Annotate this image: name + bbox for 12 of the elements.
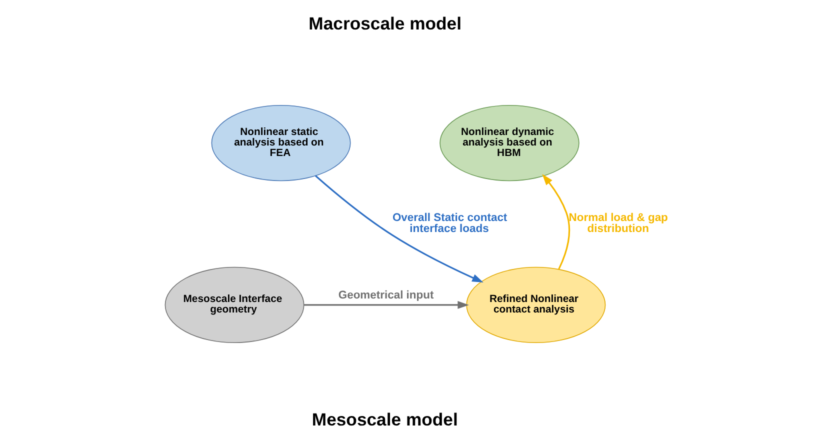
node-ellipse: Nonlinear static analysis based on FEA <box>211 104 351 182</box>
arrow <box>304 301 469 309</box>
node-ellipse: Nonlinear dynamic analysis based on HBM <box>440 104 580 182</box>
edge-label: Geometrical input <box>338 290 434 302</box>
arrow <box>314 175 484 283</box>
edge-label: Overall Static contact interface loads <box>392 212 508 236</box>
arrow <box>542 174 570 270</box>
label: Mesoscale model <box>312 410 458 430</box>
node-ellipse: Refined Nonlinear contact analysis <box>466 266 606 344</box>
node-ellipse: Mesoscale Interface geometry <box>164 266 304 344</box>
edge-label: Normal load & gap distribution <box>568 212 668 236</box>
label: Macroscale model <box>308 14 462 34</box>
